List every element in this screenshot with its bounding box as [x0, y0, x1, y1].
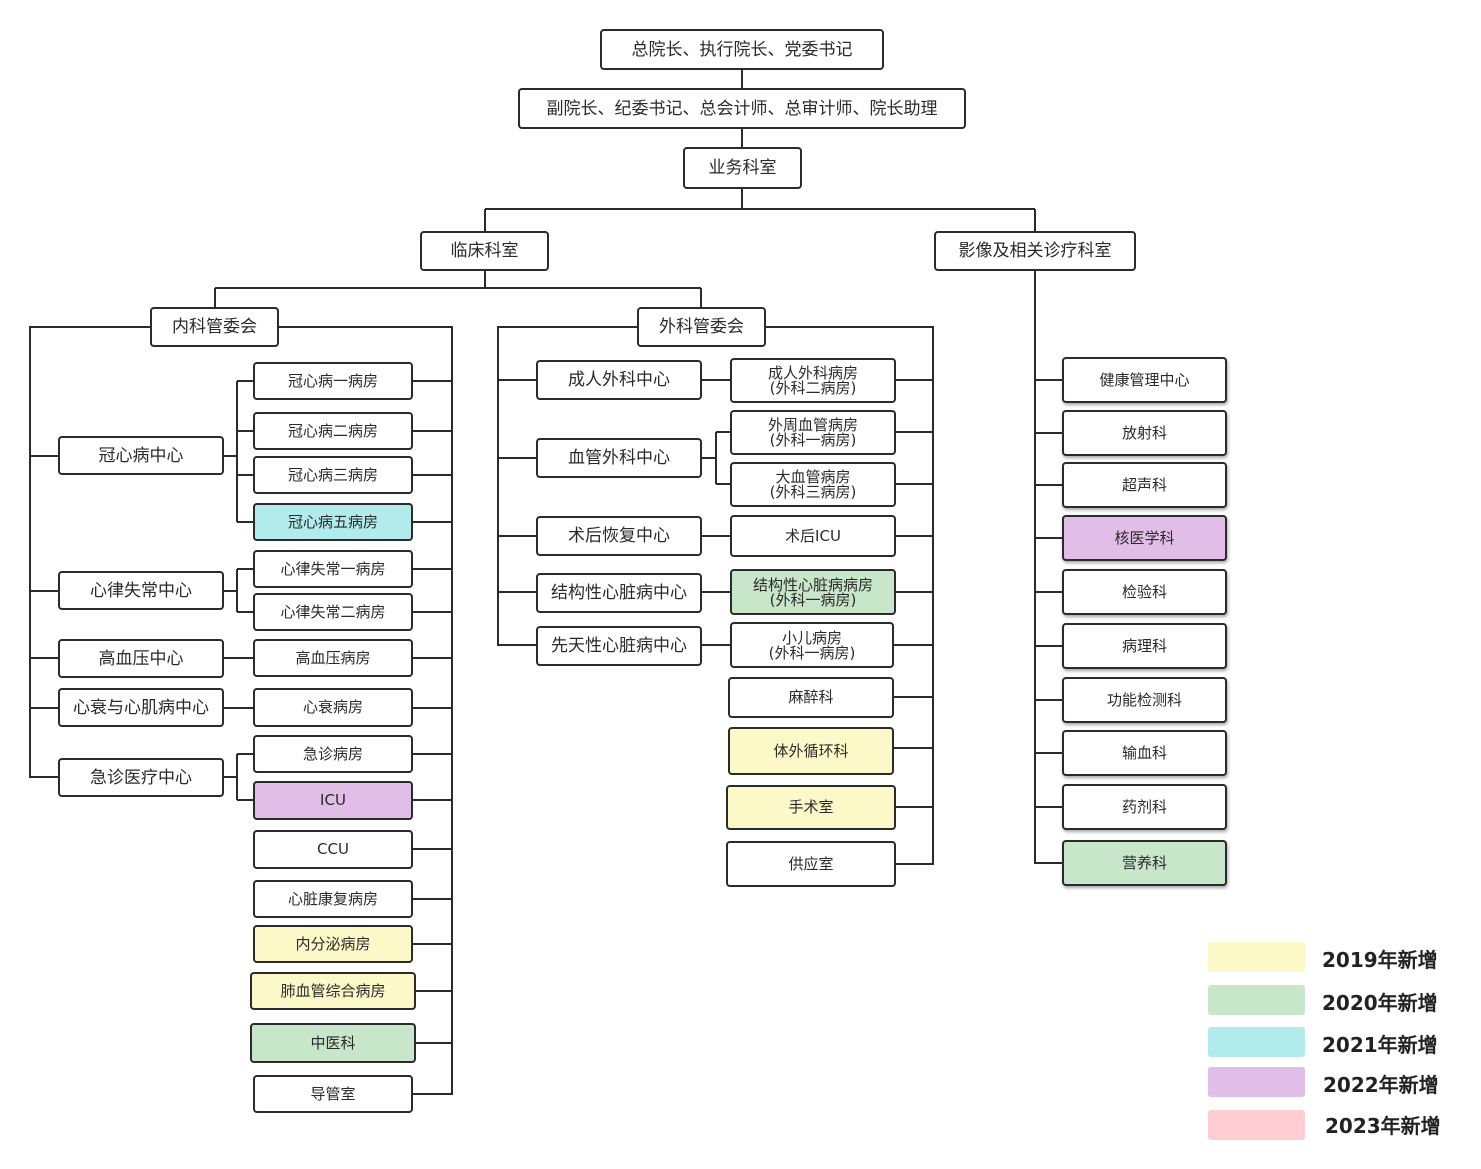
dept-laboratory: 检验科 — [1062, 569, 1227, 615]
legend-label-2020: 2020年新增 — [1322, 991, 1438, 1015]
dept-blood-transfusion: 输血科 — [1062, 730, 1227, 776]
ward-chd3: 冠心病三病房 — [253, 456, 413, 494]
ward-structural-heart-alias: (外科一病房) — [769, 590, 857, 609]
dept-pharmacy: 药剂科 — [1062, 784, 1227, 830]
ward-adult-surgery-alias: (外科二病房) — [769, 379, 857, 397]
dept-health-management: 健康管理中心 — [1062, 357, 1227, 403]
dept-function-testing: 功能检测科 — [1062, 677, 1227, 723]
dept-ultrasound: 超声科 — [1062, 462, 1227, 508]
legend-label-2023: 2023年新增 — [1325, 1114, 1441, 1138]
ward-structural-heart-name: 结构性心脏病病房 — [752, 575, 873, 594]
ward-great-vessel: 大血管病房 (外科三病房) — [730, 462, 896, 507]
ward-hypertension: 高血压病房 — [253, 639, 413, 677]
ward-chd2: 冠心病二病房 — [253, 412, 413, 450]
legend-swatch-2022 — [1208, 1067, 1305, 1097]
center-emergency: 急诊医疗中心 — [58, 758, 224, 797]
dept-anesthesia: 麻醉科 — [728, 677, 894, 718]
dept-supply-room: 供应室 — [726, 841, 896, 887]
ward-tcm: 中医科 — [250, 1023, 416, 1063]
legend-label-2021: 2021年新增 — [1322, 1033, 1438, 1057]
ward-arrhythmia1: 心律失常一病房 — [253, 550, 413, 588]
dept-radiology: 放射科 — [1062, 410, 1227, 456]
ward-pediatric-alias: (外科一病房) — [768, 643, 856, 662]
ward-emergency: 急诊病房 — [253, 735, 413, 773]
center-congenital-heart: 先天性心脏病中心 — [536, 626, 702, 666]
deputies-box: 副院长、纪委书记、总会计师、总审计师、院长助理 — [518, 88, 966, 129]
ward-peripheral-vascular-alias: (外科一病房) — [769, 431, 857, 449]
ward-structural-heart: 结构性心脏病病房 (外科一病房) — [730, 569, 896, 615]
center-arrhythmia: 心律失常中心 — [58, 571, 224, 610]
ward-pediatric-name: 小儿病房 — [781, 628, 842, 647]
center-vascular-surgery: 血管外科中心 — [536, 438, 702, 478]
legend-label-2019: 2019年新增 — [1322, 948, 1438, 972]
surgery-committee: 外科管委会 — [637, 307, 766, 347]
center-hypertension: 高血压中心 — [58, 639, 224, 678]
clinical-departments-box: 临床科室 — [420, 231, 549, 271]
ward-endocrine: 内分泌病房 — [253, 925, 413, 963]
dept-nuclear-medicine: 核医学科 — [1062, 515, 1227, 561]
ward-adult-surgery-name: 成人外科病房 — [767, 364, 858, 382]
internal-medicine-committee: 内科管委会 — [150, 307, 279, 347]
legend-swatch-2019 — [1208, 942, 1305, 972]
ward-heart-failure: 心衰病房 — [253, 688, 413, 727]
legend-swatch-2023 — [1208, 1110, 1305, 1140]
ward-peripheral-vascular-name: 外周血管病房 — [767, 416, 858, 434]
legend-swatch-2021 — [1208, 1027, 1305, 1057]
ward-chd5: 冠心病五病房 — [253, 503, 413, 541]
ward-cath-lab: 导管室 — [253, 1075, 413, 1113]
ward-great-vessel-name: 大血管病房 — [775, 468, 851, 486]
center-adult-surgery: 成人外科中心 — [536, 360, 702, 400]
ward-cardiac-rehab: 心脏康复病房 — [253, 880, 413, 918]
dept-extracorporeal-circulation: 体外循环科 — [728, 727, 894, 775]
ward-great-vessel-alias: (外科三病房) — [769, 483, 857, 501]
legend-swatch-2020 — [1208, 985, 1305, 1015]
dept-nutrition: 营养科 — [1062, 840, 1227, 886]
ward-arrhythmia2: 心律失常二病房 — [253, 593, 413, 631]
ward-peripheral-vascular: 外周血管病房 (外科一病房) — [730, 410, 896, 455]
dept-operating-room: 手术室 — [726, 785, 896, 830]
legend-label-2022: 2022年新增 — [1323, 1073, 1439, 1097]
dept-pathology: 病理科 — [1062, 623, 1227, 669]
imaging-departments-box: 影像及相关诊疗科室 — [934, 231, 1136, 271]
ward-postop-icu: 术后ICU — [730, 515, 896, 557]
ward-adult-surgery: 成人外科病房 (外科二病房) — [730, 358, 896, 403]
leadership-box: 总院长、执行院长、党委书记 — [600, 29, 884, 70]
center-postop-recovery: 术后恢复中心 — [536, 516, 702, 556]
center-heart-failure: 心衰与心肌病中心 — [58, 688, 224, 727]
center-coronary: 冠心病中心 — [58, 436, 224, 475]
ward-pediatric: 小儿病房 (外科一病房) — [730, 622, 894, 668]
ward-ccu: CCU — [253, 830, 413, 869]
ward-pulmonary-vascular: 肺血管综合病房 — [250, 972, 416, 1010]
ward-icu: ICU — [253, 781, 413, 820]
business-departments-box: 业务科室 — [683, 147, 802, 189]
ward-chd1: 冠心病一病房 — [253, 362, 413, 400]
center-structural-heart: 结构性心脏病中心 — [536, 573, 702, 613]
